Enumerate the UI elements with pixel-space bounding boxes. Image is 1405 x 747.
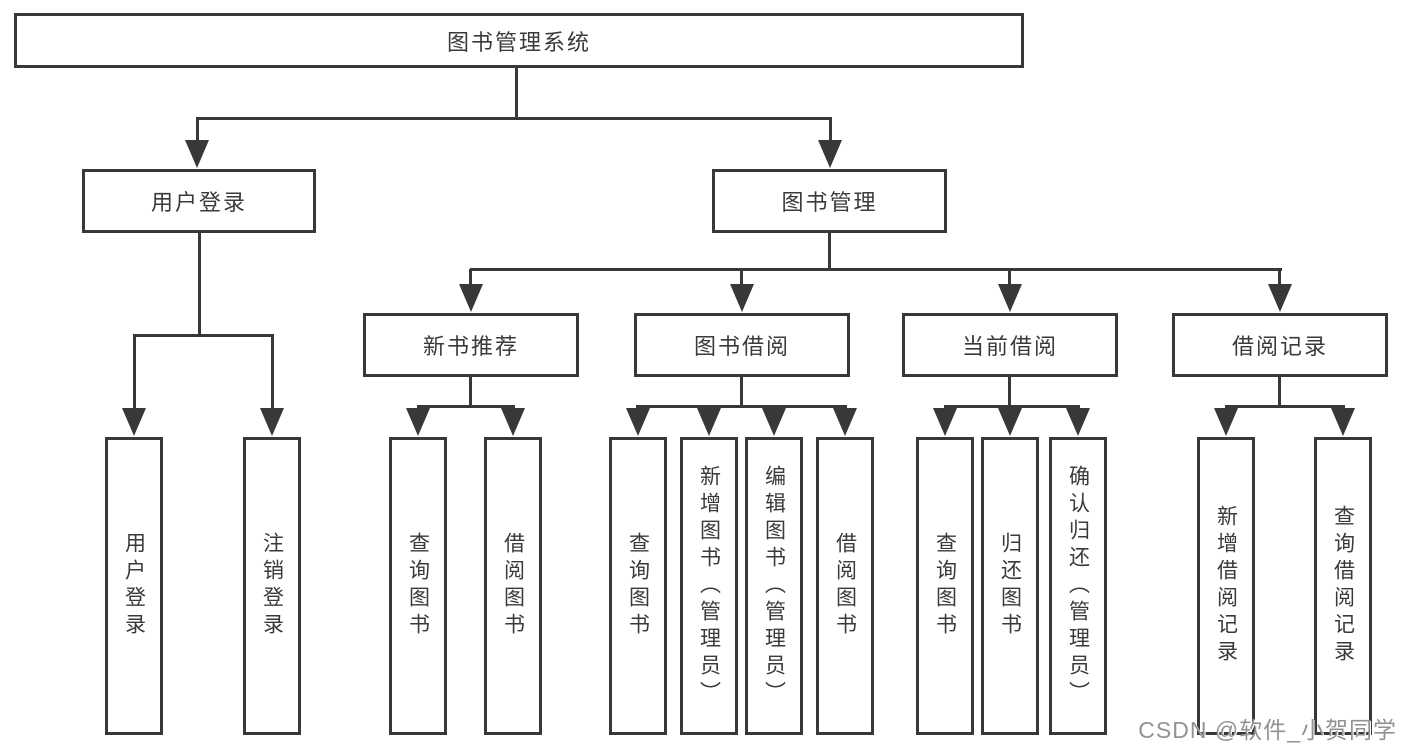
- leaf-recommend-query-books-label: 查询图书: [406, 532, 430, 640]
- arrowhead-icon: [762, 408, 786, 436]
- arrowhead-icon: [998, 284, 1022, 312]
- node-book-borrow-label: 图书借阅: [693, 334, 790, 359]
- arrowhead-icon: [697, 408, 721, 436]
- leaf-current-query-books: 查询图书: [916, 437, 974, 735]
- node-borrow-records: 借阅记录: [1172, 313, 1388, 377]
- leaf-add-books-admin-label: 新增图书（管理员）: [697, 464, 721, 708]
- connector-vline: [1278, 269, 1281, 287]
- arrowhead-icon: [1066, 408, 1090, 436]
- connector-vline: [469, 269, 472, 287]
- leaf-recommend-query-books: 查询图书: [389, 437, 447, 735]
- leaf-add-borrow-record-label: 新增借阅记录: [1214, 505, 1238, 667]
- node-book-management-label: 图书管理: [781, 190, 878, 215]
- node-current-borrow: 当前借阅: [902, 313, 1118, 377]
- arrowhead-icon: [501, 408, 525, 436]
- leaf-user-login-label: 用户登录: [122, 532, 146, 640]
- leaf-recommend-borrow-books: 借阅图书: [484, 437, 542, 735]
- arrowhead-icon: [998, 408, 1022, 436]
- arrowhead-icon: [933, 408, 957, 436]
- connector-hline: [944, 405, 1080, 408]
- node-borrow-records-label: 借阅记录: [1231, 334, 1328, 359]
- leaf-confirm-return-admin-label: 确认归还（管理员）: [1066, 464, 1090, 708]
- connector-vline: [271, 335, 274, 411]
- leaf-add-books-admin: 新增图书（管理员）: [680, 437, 738, 735]
- connector-vline: [196, 118, 199, 144]
- leaf-edit-books-admin-label: 编辑图书（管理员）: [762, 464, 786, 708]
- leaf-recommend-borrow-books-label: 借阅图书: [501, 532, 525, 640]
- arrowhead-icon: [122, 408, 146, 436]
- arrowhead-icon: [406, 408, 430, 436]
- node-book-borrow: 图书借阅: [634, 313, 850, 377]
- leaf-user-login: 用户登录: [105, 437, 163, 735]
- node-root-label: 图书管理系统: [446, 29, 591, 55]
- leaf-current-query-books-label: 查询图书: [933, 532, 957, 640]
- node-user-login: 用户登录: [82, 169, 316, 233]
- node-book-management: 图书管理: [712, 169, 947, 233]
- connector-vline: [1278, 376, 1281, 408]
- connector-vline: [515, 68, 518, 120]
- connector-hline: [196, 117, 832, 120]
- arrowhead-icon: [1214, 408, 1238, 436]
- leaf-logout-label: 注销登录: [260, 532, 284, 640]
- leaf-borrow-books-label: 借阅图书: [833, 532, 857, 640]
- arrowhead-icon: [1268, 284, 1292, 312]
- connector-vline: [198, 233, 201, 337]
- leaf-borrow-books: 借阅图书: [816, 437, 874, 735]
- connector-vline: [469, 376, 472, 408]
- arrowhead-icon: [260, 408, 284, 436]
- arrowhead-icon: [459, 284, 483, 312]
- arrowhead-icon: [1331, 408, 1355, 436]
- arrowhead-icon: [833, 408, 857, 436]
- arrowhead-icon: [185, 140, 209, 168]
- arrowhead-icon: [730, 284, 754, 312]
- leaf-return-books-label: 归还图书: [998, 532, 1022, 640]
- connector-hline: [636, 405, 847, 408]
- leaf-edit-books-admin: 编辑图书（管理员）: [745, 437, 803, 735]
- watermark-text: CSDN @软件_小贺同学: [1138, 717, 1397, 743]
- connector-hline: [133, 334, 274, 337]
- leaf-confirm-return-admin: 确认归还（管理员）: [1049, 437, 1107, 735]
- connector-vline: [829, 118, 832, 144]
- node-new-book-recommend-label: 新书推荐: [422, 334, 519, 359]
- connector-vline: [740, 269, 743, 287]
- node-new-book-recommend: 新书推荐: [363, 313, 579, 377]
- node-root: 图书管理系统: [14, 13, 1024, 68]
- arrowhead-icon: [626, 408, 650, 436]
- leaf-query-borrow-record-label: 查询借阅记录: [1331, 505, 1355, 667]
- leaf-borrow-query-books: 查询图书: [609, 437, 667, 735]
- leaf-query-borrow-record: 查询借阅记录: [1314, 437, 1372, 735]
- connector-vline: [1008, 376, 1011, 408]
- leaf-borrow-query-books-label: 查询图书: [626, 532, 650, 640]
- leaf-return-books: 归还图书: [981, 437, 1039, 735]
- node-current-borrow-label: 当前借阅: [961, 334, 1058, 359]
- connector-vline: [828, 233, 831, 271]
- connector-vline: [740, 376, 743, 408]
- connector-hline: [470, 268, 1282, 271]
- connector-vline: [133, 335, 136, 411]
- node-user-login-label: 用户登录: [150, 190, 247, 215]
- leaf-logout: 注销登录: [243, 437, 301, 735]
- connector-hline: [1225, 405, 1345, 408]
- leaf-add-borrow-record: 新增借阅记录: [1197, 437, 1255, 735]
- connector-vline: [1008, 269, 1011, 287]
- connector-hline: [417, 405, 515, 408]
- arrowhead-icon: [818, 140, 842, 168]
